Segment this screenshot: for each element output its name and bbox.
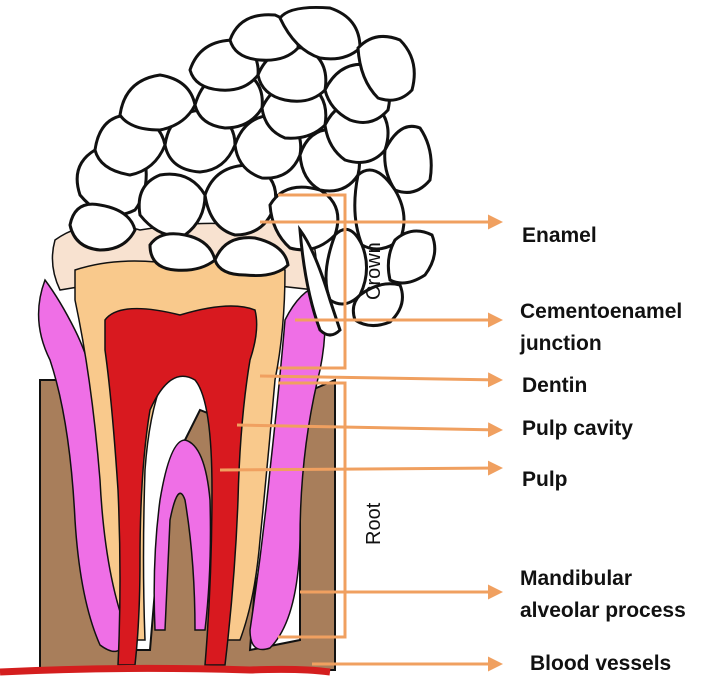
cej-label-line1: Cementoenamel	[520, 300, 682, 323]
blood-vessels-label: Blood vessels	[530, 652, 671, 675]
blood-vessel-line	[0, 668, 330, 672]
pulp-arrow	[220, 468, 500, 470]
pulp-label: Pulp	[522, 468, 568, 491]
root-bracket-label: Root	[363, 502, 385, 545]
enamel-label: Enamel	[522, 224, 597, 247]
pulp-cavity-label: Pulp cavity	[522, 417, 633, 440]
dentin-label: Dentin	[522, 374, 587, 397]
mandibular-label-line1: Mandibular	[520, 567, 632, 590]
mandibular-label-line2: alveolar process	[520, 599, 686, 622]
crown-bracket-label: Crown	[363, 242, 385, 300]
cej-label-line2: junction	[519, 332, 602, 355]
